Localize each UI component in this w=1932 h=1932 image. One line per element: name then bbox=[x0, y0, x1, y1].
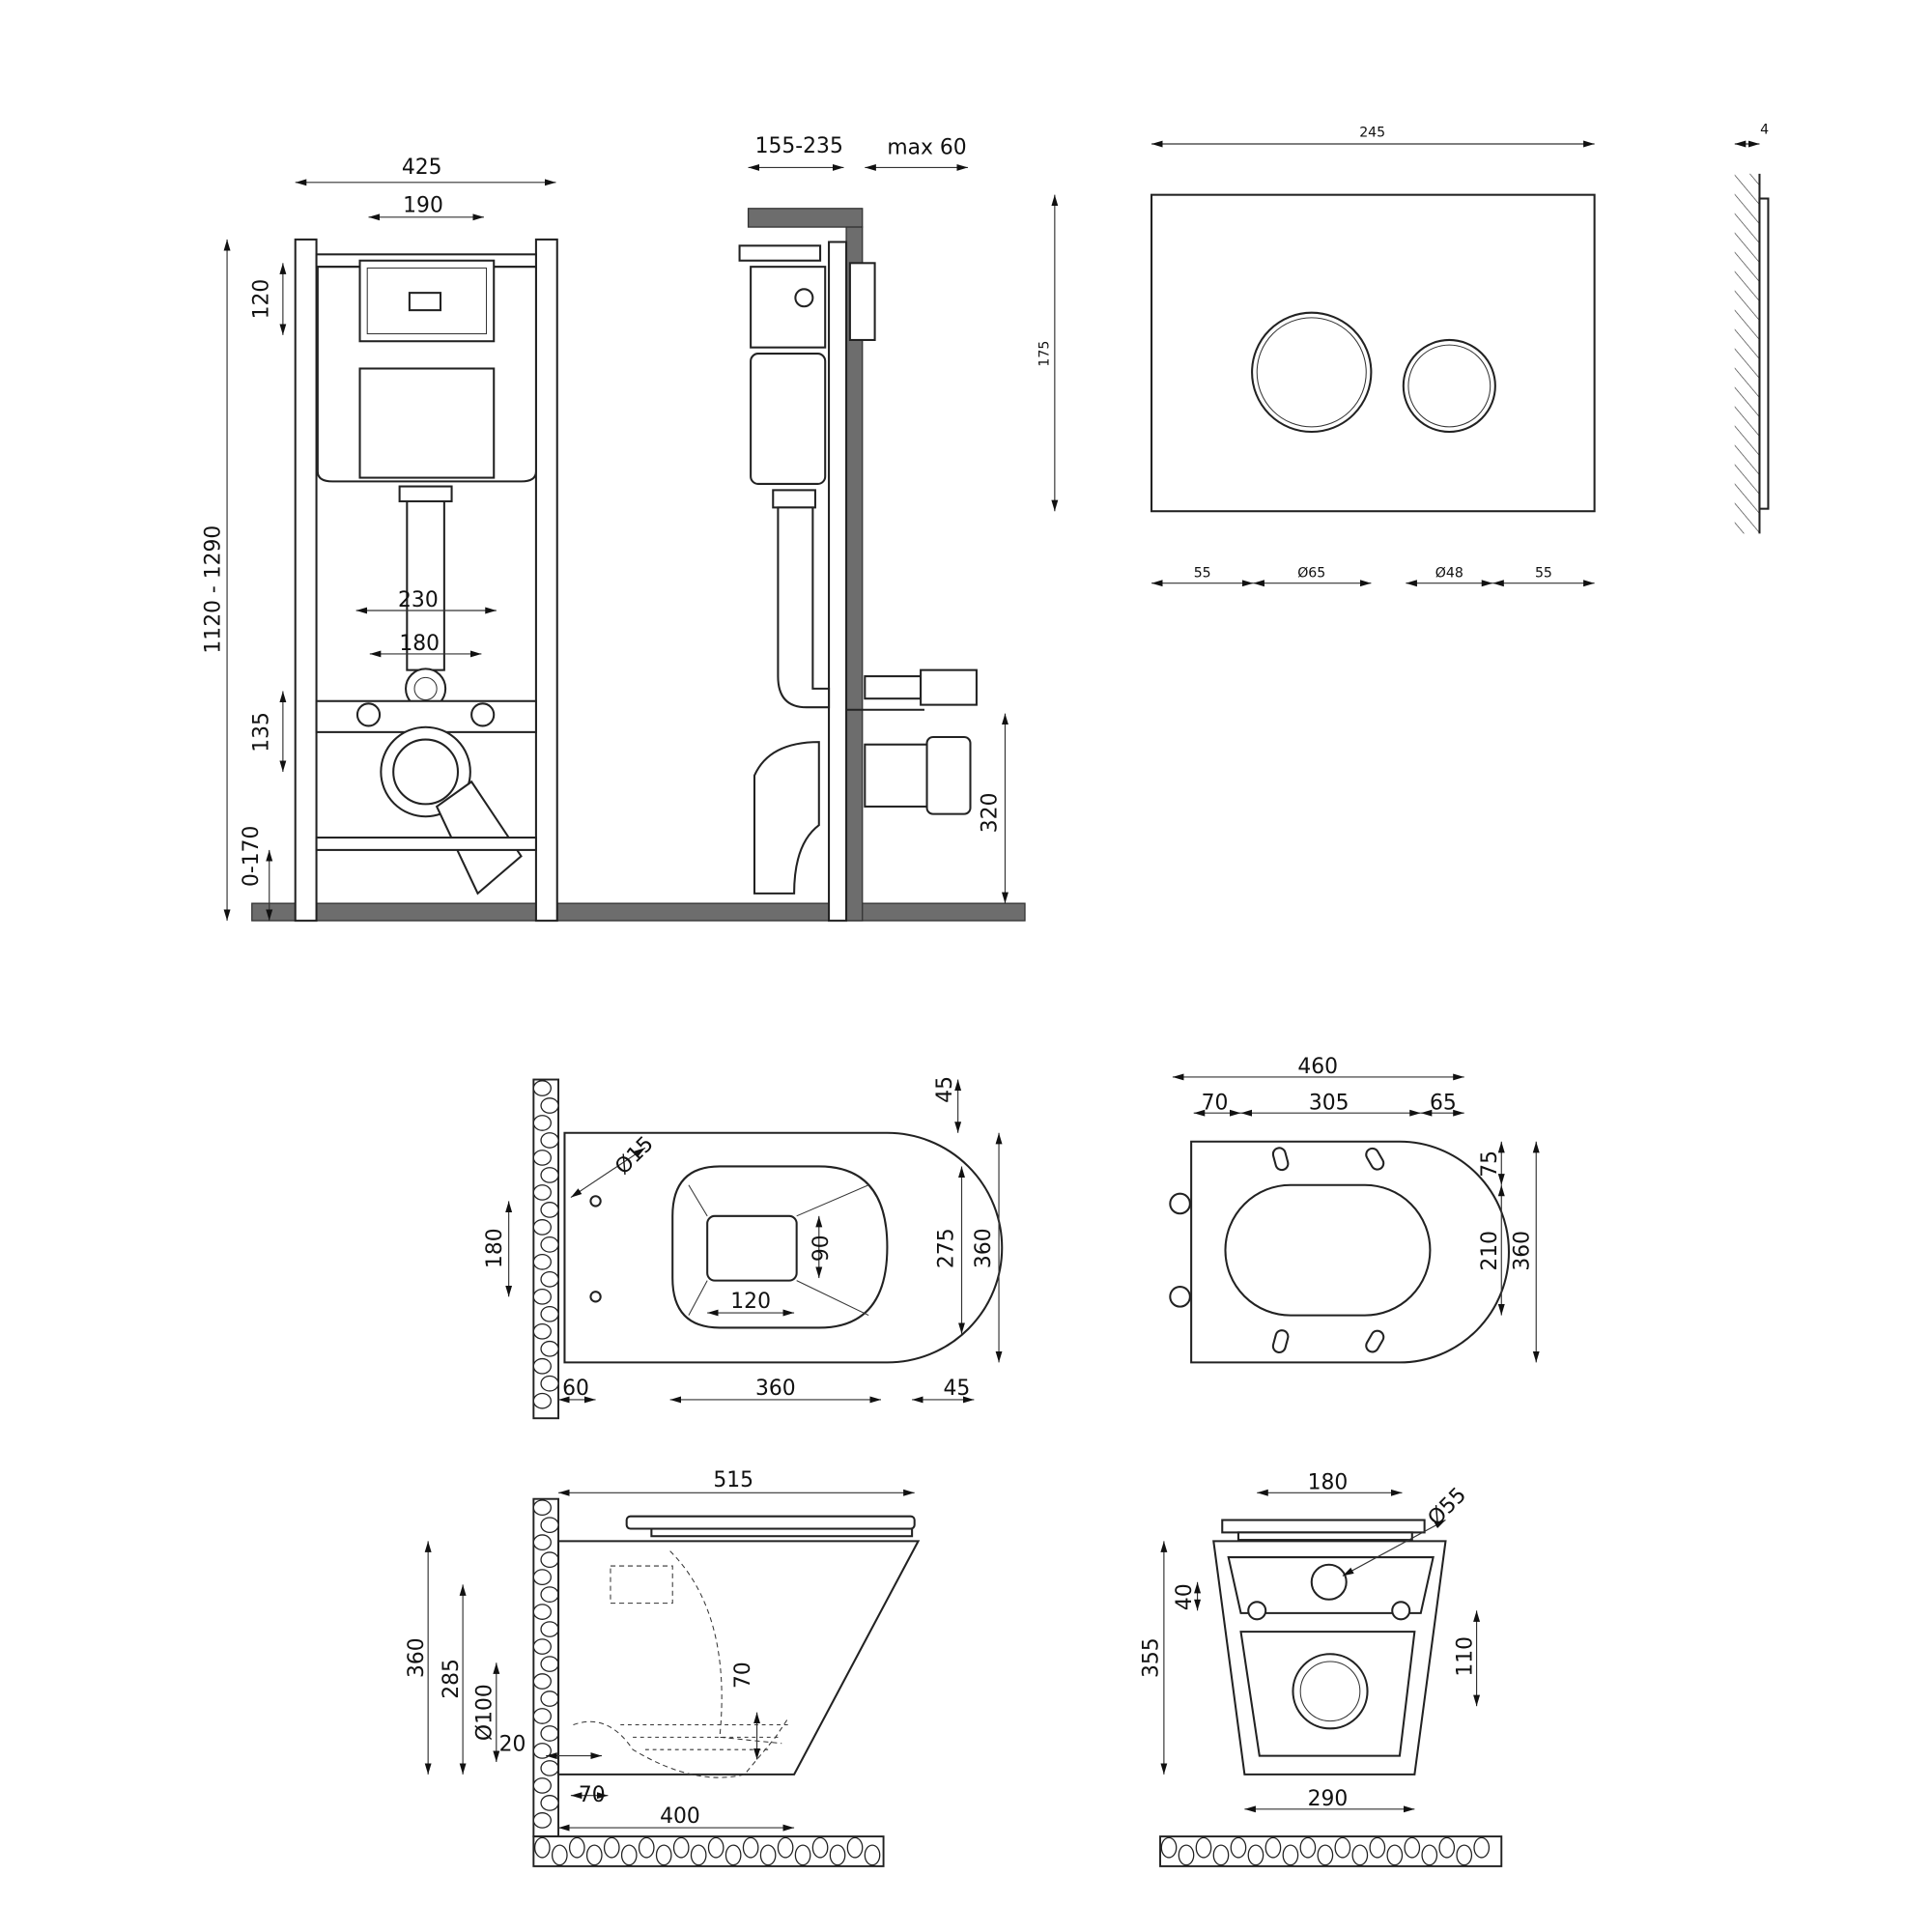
wall-stone-hatch bbox=[532, 1078, 559, 1420]
dimension-label: 70 bbox=[579, 1783, 606, 1807]
dimension-label: 175 bbox=[1037, 341, 1052, 367]
dimension-label: 275 bbox=[935, 1228, 959, 1268]
dimension-label: 90 bbox=[810, 1235, 834, 1262]
cistern-panel bbox=[358, 367, 496, 479]
dimension-label: 180 bbox=[1308, 1470, 1349, 1494]
wall-top bbox=[747, 208, 864, 228]
dimension-label: 75 bbox=[1478, 1151, 1502, 1178]
flush-plate-side bbox=[1758, 197, 1770, 510]
drain-outlet-rear bbox=[1292, 1653, 1369, 1730]
hinge-left bbox=[1169, 1192, 1191, 1215]
dimension-label: 20 bbox=[499, 1732, 526, 1756]
dimension-label: 515 bbox=[713, 1468, 753, 1492]
dimension-label: 285 bbox=[440, 1659, 464, 1699]
mounting-stud-left bbox=[355, 702, 382, 727]
frame-post-left bbox=[294, 238, 318, 923]
dimension-label: 45 bbox=[943, 1377, 970, 1401]
dimension-label: 70 bbox=[1202, 1091, 1229, 1115]
dimension-line bbox=[1342, 1520, 1446, 1577]
dimension-label: 180 bbox=[483, 1228, 507, 1268]
seat-outline bbox=[1190, 1140, 1510, 1364]
mounting-hole bbox=[589, 1195, 602, 1208]
dimension-label: 120 bbox=[249, 279, 273, 320]
dimension-label: max 60 bbox=[887, 135, 966, 159]
dimension-label: 210 bbox=[1478, 1231, 1502, 1271]
flush-plate bbox=[1151, 193, 1596, 513]
dimension-label: 60 bbox=[562, 1377, 589, 1401]
bowl-top-view bbox=[532, 1078, 1004, 1420]
bowl-inner bbox=[671, 1165, 889, 1329]
dimension-label: 190 bbox=[403, 194, 443, 218]
seat-opening bbox=[1224, 1183, 1432, 1317]
flush-pipe-side bbox=[777, 506, 831, 709]
inlet-connector bbox=[920, 668, 978, 706]
floor-line bbox=[251, 902, 1026, 922]
dimension-label: 155-235 bbox=[755, 134, 843, 158]
installation-frame-side-view bbox=[738, 208, 978, 923]
dimension-label: 360 bbox=[972, 1228, 996, 1268]
flush-button-large bbox=[1251, 311, 1373, 434]
dimension-label: 355 bbox=[1139, 1637, 1163, 1678]
seat-side bbox=[625, 1515, 916, 1530]
bowl-side-view bbox=[532, 1497, 921, 1867]
dimension-label: 245 bbox=[1359, 125, 1385, 140]
dimension-label: 360 bbox=[1511, 1231, 1535, 1271]
dimension-label: 180 bbox=[399, 632, 440, 656]
hinge-right bbox=[1169, 1286, 1191, 1308]
dimension-label: 70 bbox=[731, 1662, 755, 1689]
dimension-label: 460 bbox=[1297, 1055, 1338, 1079]
floor-stone-hatch bbox=[532, 1835, 885, 1867]
actuator-mount bbox=[848, 262, 876, 341]
dimension-label: 1120 - 1290 bbox=[201, 526, 225, 654]
dimension-label: 4 bbox=[1760, 123, 1769, 138]
dimension-label: Ø48 bbox=[1435, 565, 1463, 581]
dimension-label: 55 bbox=[1535, 565, 1552, 581]
seat-rear bbox=[1221, 1519, 1426, 1534]
frame-post-side bbox=[828, 241, 848, 923]
dimension-label: 400 bbox=[660, 1804, 700, 1829]
mounting-stud-right bbox=[470, 702, 496, 727]
wall-stone-hatch bbox=[532, 1497, 559, 1838]
bowl-body-side bbox=[557, 1540, 921, 1776]
dimension-label: 425 bbox=[402, 156, 442, 180]
dimension-label: 320 bbox=[978, 793, 1002, 834]
dimension-label: 230 bbox=[398, 588, 439, 612]
flush-pipe bbox=[406, 489, 445, 671]
dimension-label: 360 bbox=[755, 1377, 796, 1401]
dimension-label: 120 bbox=[730, 1290, 771, 1314]
drain-bend-side bbox=[753, 741, 820, 895]
dimension-label: 305 bbox=[1309, 1091, 1350, 1115]
dimension-label: Ø65 bbox=[1297, 565, 1325, 581]
dimension-label: Ø100 bbox=[473, 1684, 497, 1741]
dimension-line bbox=[570, 1147, 646, 1199]
dimension-label: 65 bbox=[1430, 1091, 1457, 1115]
water-inlet bbox=[1310, 1563, 1348, 1601]
dimension-label: 110 bbox=[1453, 1636, 1477, 1677]
bowl-rear-view bbox=[1159, 1519, 1503, 1867]
valve-icon bbox=[408, 292, 442, 312]
flush-plate-view bbox=[1151, 173, 1770, 534]
frame-bottom-rail bbox=[315, 837, 537, 851]
bolt-hole-left bbox=[1247, 1601, 1267, 1621]
mounting-hole bbox=[589, 1291, 602, 1303]
dimension-label: Ø55 bbox=[1424, 1483, 1471, 1530]
cistern-side bbox=[750, 353, 827, 485]
dimension-label: 45 bbox=[933, 1076, 957, 1103]
bolt-hole-right bbox=[1391, 1601, 1411, 1621]
bowl-drain bbox=[706, 1214, 798, 1282]
installation-frame-front-view bbox=[251, 238, 1026, 923]
actuator-box-side bbox=[750, 266, 827, 349]
flush-button-small bbox=[1402, 338, 1496, 434]
floor-stone-hatch bbox=[1159, 1835, 1503, 1867]
frame-post-right bbox=[534, 238, 558, 923]
dimension-label: 360 bbox=[405, 1637, 429, 1678]
dimension-label: 40 bbox=[1173, 1583, 1197, 1610]
dimension-label: 55 bbox=[1194, 565, 1211, 581]
wall-hatch bbox=[1734, 173, 1760, 534]
dimension-label: 135 bbox=[249, 712, 273, 753]
outlet-connector bbox=[864, 743, 928, 808]
seat-top-view bbox=[1169, 1140, 1510, 1364]
dimension-label: 290 bbox=[1308, 1787, 1349, 1811]
dimension-label: 0-170 bbox=[240, 826, 264, 887]
